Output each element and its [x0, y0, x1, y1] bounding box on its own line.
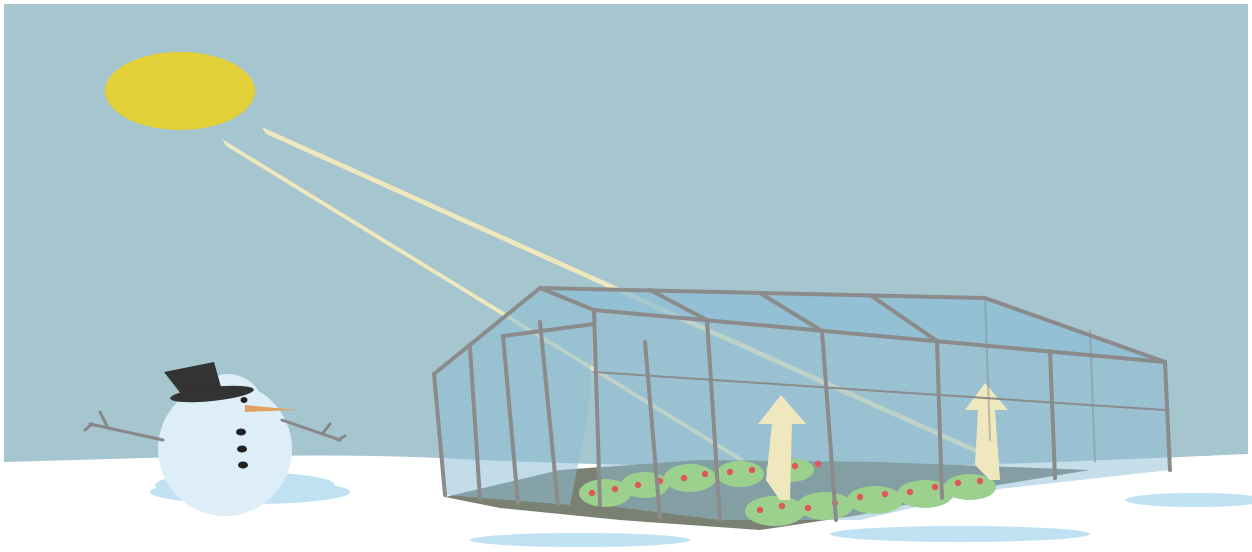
- snow-shadow: [470, 533, 690, 547]
- tomato: [955, 480, 961, 486]
- sun: [105, 52, 255, 130]
- tomato: [882, 491, 888, 497]
- plant: [847, 486, 903, 514]
- tomato: [589, 490, 595, 496]
- tomato: [702, 471, 708, 477]
- snow-shadow: [830, 526, 1090, 542]
- tomato: [779, 503, 785, 509]
- tomato: [805, 505, 811, 511]
- tomato: [612, 486, 618, 492]
- tomato: [792, 463, 798, 469]
- tomato: [857, 494, 863, 500]
- plant: [716, 461, 764, 487]
- tomato: [815, 461, 821, 467]
- coal-button: [236, 429, 246, 436]
- tomato: [932, 484, 938, 490]
- plant: [797, 492, 853, 520]
- tomato: [681, 475, 687, 481]
- tomato: [977, 478, 983, 484]
- tomato: [907, 489, 913, 495]
- tomato: [635, 482, 641, 488]
- tomato: [749, 467, 755, 473]
- plant: [664, 464, 716, 492]
- plant: [745, 496, 805, 526]
- snowman-eye: [241, 397, 248, 403]
- tomato: [757, 507, 763, 513]
- tomato: [727, 469, 733, 475]
- coal-button: [238, 462, 248, 469]
- plant: [621, 472, 669, 498]
- plant: [897, 480, 953, 508]
- coal-button: [237, 446, 247, 453]
